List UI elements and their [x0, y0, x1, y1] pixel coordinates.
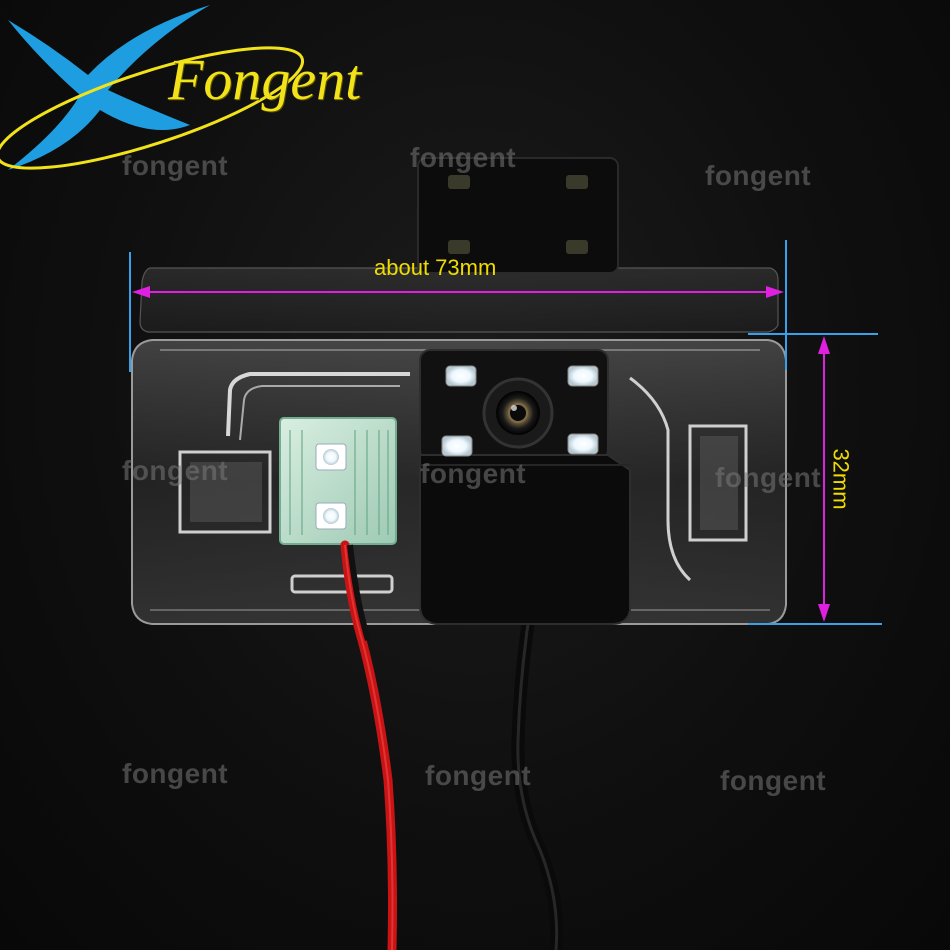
camera-led-lights	[441, 365, 599, 457]
watermark-text: fongent	[705, 160, 812, 191]
black-wire	[347, 544, 371, 641]
watermark-text: fongent	[122, 150, 229, 181]
left-clip	[178, 450, 272, 534]
watermark-text: fongent	[420, 458, 527, 489]
width-dimension-arrow	[132, 286, 784, 298]
watermark-text: fongent	[720, 765, 827, 796]
watermark-text: fongent	[425, 760, 532, 791]
height-dimension-arrow	[818, 336, 830, 622]
watermark-text: fongent	[122, 455, 229, 486]
rear-mount-plate	[139, 267, 779, 333]
brand-logo-icon	[0, 5, 305, 170]
brand-name: Fongent	[168, 47, 362, 112]
height-dimension-label: 32mm	[828, 448, 854, 510]
right-clip	[688, 424, 748, 542]
width-dimension-label: about 73mm	[374, 255, 497, 280]
watermark-text: fongent	[122, 758, 229, 789]
watermark-text: fongent	[410, 142, 517, 173]
watermark-text: fongent	[715, 462, 822, 493]
